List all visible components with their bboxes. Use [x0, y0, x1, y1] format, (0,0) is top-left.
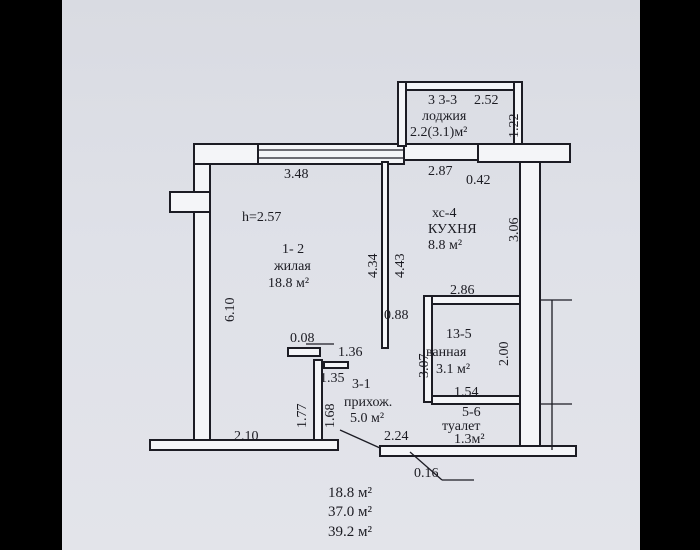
hall-number: 3-1 [352, 377, 371, 392]
room-labels: h=2.57 1- 2 жилая 18.8 м² хс-4 КУХНЯ 8.8… [242, 93, 485, 447]
total-with-loggia: 39.2 м² [328, 524, 372, 540]
wall-top-left [193, 143, 259, 165]
wall-hall-stub [287, 347, 321, 357]
loggia-name: лоджия [422, 109, 467, 124]
loggia-number: 3 3-3 [428, 93, 457, 108]
dim-living-width: 3.48 [284, 167, 309, 182]
living-number: 1- 2 [282, 242, 304, 257]
dim-bottom-gap: 0.16 [414, 466, 439, 481]
wall-hall-small [323, 361, 349, 369]
hall-area: 5.0 м² [350, 411, 384, 426]
toilet-area: 1.3м² [454, 432, 485, 447]
door-swing [339, 429, 381, 449]
dim-kitchen-height: 3.06 [507, 218, 522, 243]
floor-plan: h=2.57 1- 2 жилая 18.8 м² хс-4 КУХНЯ 8.8… [149, 81, 577, 540]
dim-door-a: 1.77 [295, 404, 310, 429]
kitchen-area: 8.8 м² [428, 238, 462, 253]
dim-bottom-mid: 2.24 [384, 429, 409, 444]
dim-small-gap: 0.08 [290, 331, 315, 346]
dimension-labels: 3.48 6.10 4.34 4.43 2.52 1.22 2.87 0.42 … [223, 93, 522, 481]
wall-right [519, 159, 541, 451]
wall-hall-left [313, 359, 323, 441]
dim-loggia-depth: 1.22 [507, 114, 522, 139]
dim-door-b: 1.68 [323, 404, 338, 429]
total-general: 37.0 м² [328, 504, 372, 520]
dim-loggia-width: 2.52 [474, 93, 499, 108]
dim-living-height: 6.10 [223, 298, 238, 323]
wall-bottom-right [379, 445, 577, 457]
area-totals: 18.8 м² 37.0 м² 39.2 м² [328, 485, 372, 540]
walls [149, 81, 577, 457]
kitchen-name: КУХНЯ [428, 222, 477, 237]
loggia-area: 2.2(3.1)м² [410, 125, 467, 140]
leader-line [409, 451, 443, 481]
wall-bottom-left [149, 439, 339, 451]
dim-wall-a: 4.34 [366, 254, 381, 279]
toilet-name: туалет [442, 419, 480, 434]
dim-hall-width-a: 1.36 [338, 345, 363, 360]
toilet-number: 5-6 [462, 405, 481, 420]
dim-hall-width-b: 1.35 [320, 371, 345, 386]
plan-sheet: h=2.57 1- 2 жилая 18.8 м² хс-4 КУХНЯ 8.8… [62, 0, 640, 550]
dim-hall-height: 3.07 [417, 354, 432, 379]
total-living: 18.8 м² [328, 485, 372, 501]
wall-partition [381, 161, 389, 349]
living-name: жилая [273, 259, 311, 274]
dim-toilet-width: 1.54 [454, 385, 479, 400]
dim-bath-height: 2.00 [497, 342, 512, 367]
dim-kitchen-offset: 0.42 [466, 173, 491, 188]
dim-bath-offset: 0.88 [384, 308, 409, 323]
dim-wall-b: 4.43 [393, 254, 408, 279]
bath-area: 3.1 м² [436, 362, 470, 377]
wall-loggia-bottom [477, 143, 571, 163]
wall-bath-bottom [431, 395, 521, 405]
dim-kitchen-width: 2.87 [428, 164, 453, 179]
ceiling-height: h=2.57 [242, 210, 281, 225]
bath-number: 13-5 [446, 327, 472, 342]
wall-top-mid [403, 143, 481, 161]
dim-bottom-left: 2.10 [234, 429, 259, 444]
dim-bath-width: 2.86 [450, 283, 475, 298]
wall-left-stub [169, 191, 211, 213]
living-area: 18.8 м² [268, 276, 309, 291]
wall-top-window [257, 143, 405, 165]
kitchen-number: хс-4 [432, 206, 456, 221]
hall-name: прихож. [344, 395, 392, 410]
wall-loggia-left [397, 81, 407, 147]
bath-name: ванная [426, 345, 467, 360]
wall-loggia-top [397, 81, 523, 91]
fixtures [258, 149, 572, 481]
